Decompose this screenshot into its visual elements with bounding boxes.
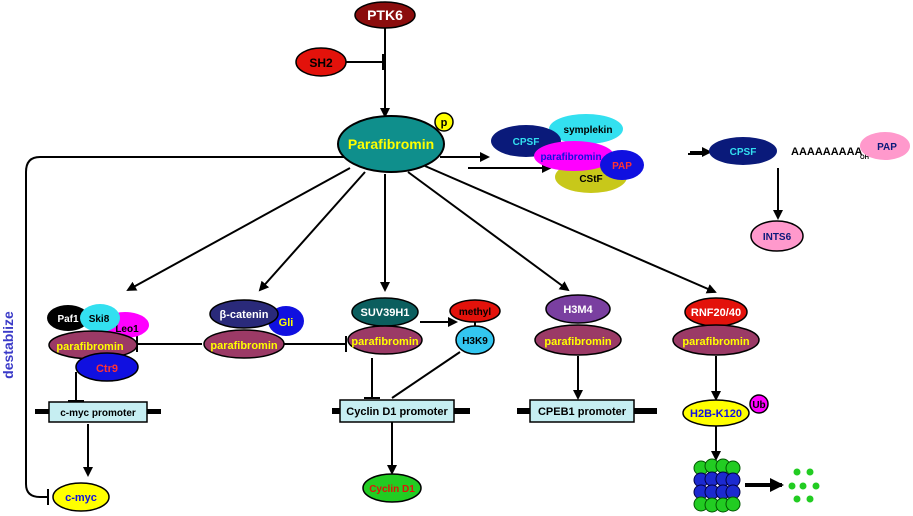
h2b-k120-label: H2B-K120 [690,408,742,420]
leo1-label: Leo1 [115,324,139,335]
cpeb1-promoter: CPEB1 promoter [517,399,657,423]
parafibromin-paf-label: parafibromin [56,341,124,353]
ub-label: Ub [752,400,765,411]
node-parafibromin: Parafibromin [337,115,445,173]
h3m4-label: H3M4 [563,304,593,316]
parafibromin-h3m4-label: parafibromin [544,336,612,348]
phospho-mark: p [434,112,454,132]
parafibromin-label: Parafibromin [348,136,434,152]
rnf2040-complex: RNF20/40 parafibromin [672,297,760,356]
ptk6-label: PTK6 [367,7,403,23]
parafibromin-complex-label: parafibromin [540,152,601,163]
cmyc-promoter-label: c-myc promoter [60,408,136,419]
cpsf2-label: CPSF [730,147,757,158]
gli-label: Gli [279,317,294,329]
cmyc-label: c-myc [65,492,97,504]
paf-complex: Paf1 Leo1 Ski8 parafibromin Ctr9 [47,304,149,382]
node-ptk6: PTK6 [354,1,416,29]
polyadenylation-complex: symplekin CPSF CStF parafibromin PAP [491,114,644,193]
h3k9-to-promoter [391,351,461,399]
suv39h1-label: SUV39H1 [361,307,410,319]
ints6-label: INTS6 [763,232,792,243]
node-cmyc: c-myc [52,482,110,512]
destablize-label: destablize [0,311,16,379]
cyclind1-promoter-label: Cyclin D1 promoter [346,406,448,418]
cpsf-polya-tail: CPSF AAAAAAAAA OH PAP [709,132,910,165]
arrow-to-rnf2040 [424,165,717,294]
cstf-label: CStF [579,174,602,185]
methyl-label: methyl [459,307,491,318]
rnf2040-label: RNF20/40 [691,307,741,319]
h2b-k120-node: H2B-K120 Ub [682,394,769,427]
parafibromin-bc-label: parafibromin [210,340,278,352]
cyclind1-label: Cyclin D1 [369,484,415,495]
node-sh2: SH2 [295,47,347,77]
parafibromin-suv-label: parafibromin [351,336,419,348]
cmyc-promoter: c-myc promoter [35,401,161,423]
cpeb1-promoter-label: CPEB1 promoter [538,406,627,418]
beta-catenin-label: β-catenin [220,309,269,321]
beta-catenin-complex: Gli β-catenin parafibromin [203,299,304,359]
arrow-to-beta-catenin [258,171,366,292]
connectors [25,26,784,505]
phospho-label: p [441,117,448,129]
node-cyclind1: Cyclin D1 [362,473,422,503]
node-ints6: INTS6 [750,220,804,252]
ski8-label: Ski8 [89,314,110,325]
h3k9-label: H3K9 [462,336,488,347]
arrow-to-paf [126,167,351,291]
pap2-label: PAP [877,142,897,153]
paf1-label: Paf1 [57,314,79,325]
arrow-to-h3m4 [407,171,570,292]
nucleosome-icon [693,458,741,513]
h3m4-complex: H3M4 parafibromin [534,294,622,356]
cyclind1-promoter: Cyclin D1 promoter [332,399,470,423]
inhibit-destablize-cmyc [25,156,345,505]
parafibromin-rnf-label: parafibromin [682,336,750,348]
pap-label: PAP [612,161,632,172]
cpsf-label: CPSF [513,137,540,148]
polya-label: AAAAAAAAA [791,146,863,158]
released-histone-dots [788,468,820,503]
suv39h1-complex: SUV39H1 parafibromin methyl H3K9 [347,297,501,355]
sh2-label: SH2 [309,56,333,70]
symplekin-label: symplekin [564,125,613,136]
oh-label: OH [860,155,869,161]
ctr9-label: Ctr9 [96,363,118,375]
